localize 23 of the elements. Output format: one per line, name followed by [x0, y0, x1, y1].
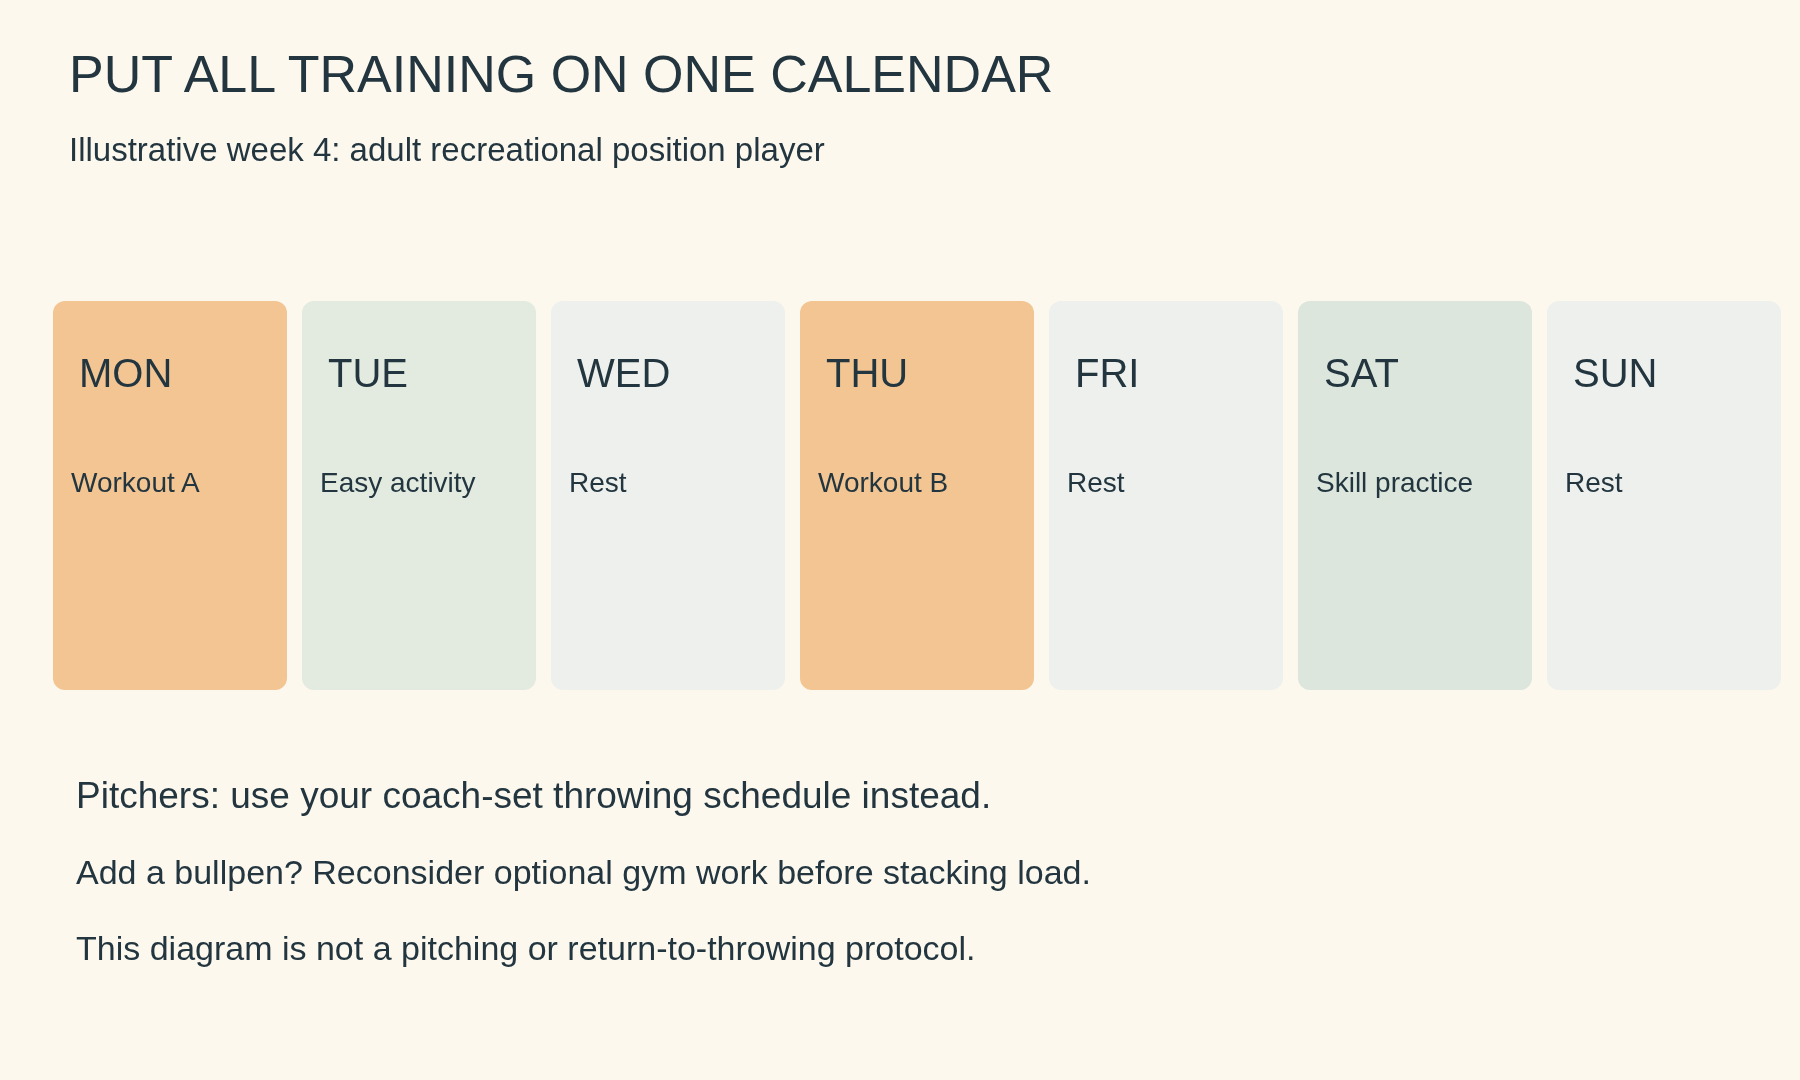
day-label: MON — [79, 351, 173, 396]
day-label: TUE — [328, 351, 408, 396]
activity-label: Workout A — [71, 467, 200, 499]
activity-label: Rest — [1565, 467, 1623, 499]
day-label: SUN — [1573, 351, 1658, 396]
day-card — [53, 301, 287, 690]
subtitle: Illustrative week 4: adult recreational position player — [69, 131, 825, 169]
note: Add a bullpen? Reconsider optional gym work before stacking load. — [76, 853, 1091, 892]
day-card — [800, 301, 1034, 690]
day-label: THU — [826, 351, 909, 396]
title: PUT ALL TRAINING ON ONE CALENDAR — [69, 44, 1054, 104]
day-label: FRI — [1075, 351, 1140, 396]
day-label: SAT — [1324, 351, 1399, 396]
day-label: WED — [577, 351, 671, 396]
activity-label: Skill practice — [1316, 467, 1474, 499]
activity-label: Rest — [1067, 467, 1125, 499]
note: Pitchers: use your coach-set throwing schedule instead. — [76, 775, 992, 817]
activity-label: Easy activity — [320, 467, 476, 499]
day-card — [1298, 301, 1532, 690]
note: This diagram is not a pitching or return-to-throwing protocol. — [76, 929, 976, 968]
activity-label: Rest — [569, 467, 627, 499]
day-card — [302, 301, 536, 690]
activity-label: Workout B — [818, 467, 949, 499]
